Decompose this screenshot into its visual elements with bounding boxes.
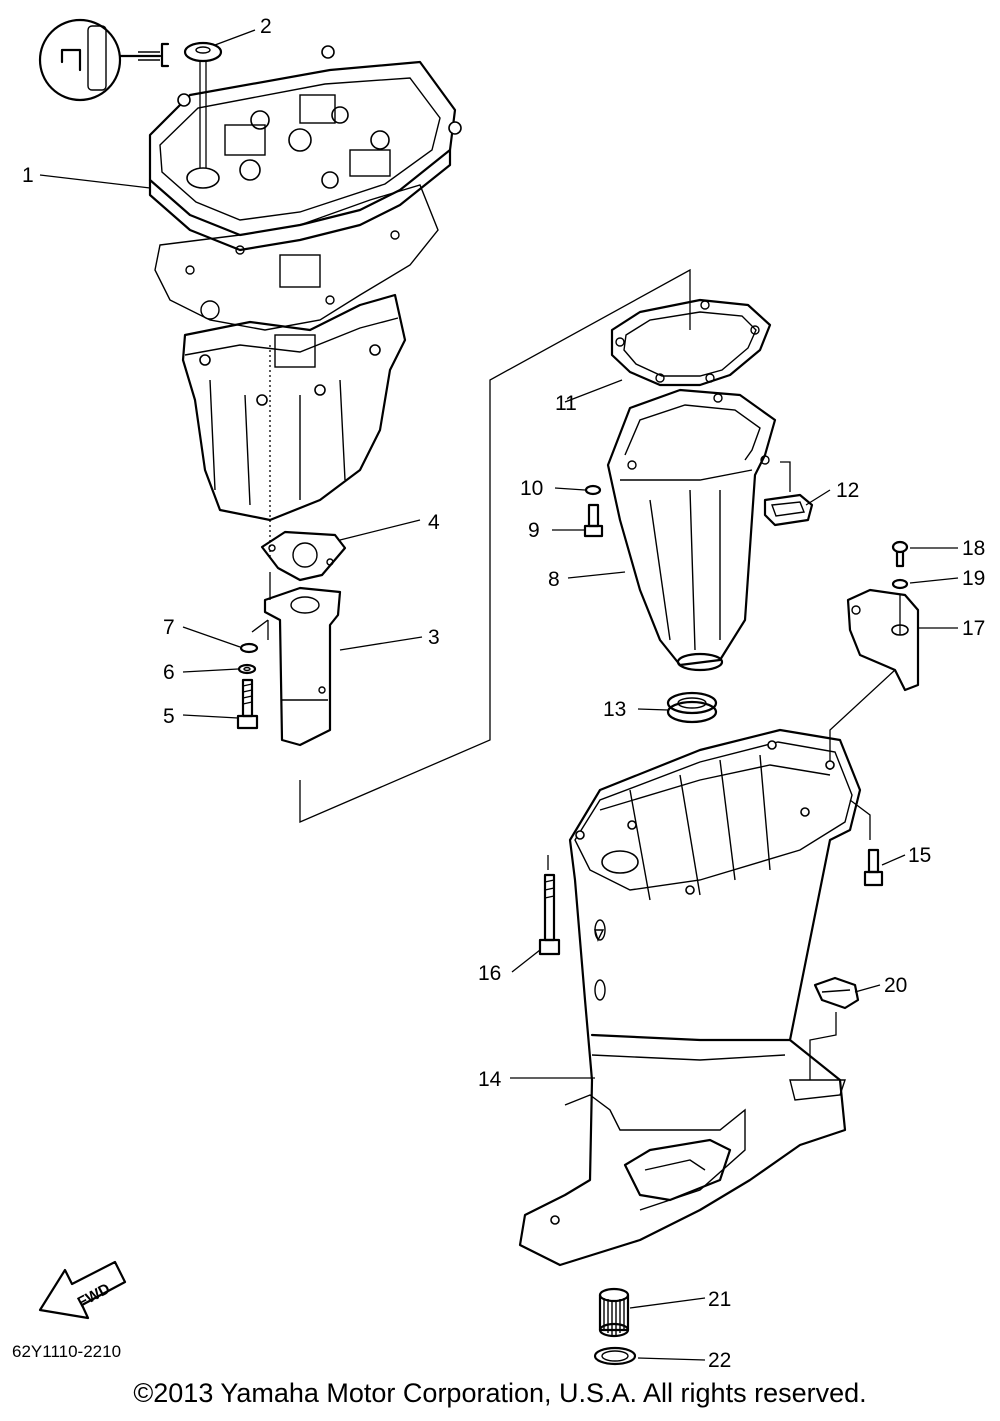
callout-10: 10: [520, 477, 543, 500]
part-15-bolt: [863, 848, 884, 887]
part-17-cover: [846, 588, 920, 692]
part-10-washer: [584, 484, 602, 496]
callout-16: 16: [478, 962, 501, 985]
callout-20: 20: [884, 974, 907, 997]
part-9-bolt: [583, 503, 604, 538]
part-21-collar: [598, 1287, 630, 1338]
drawing-code: 62Y1110-2210: [12, 1342, 122, 1361]
part-5-bolt: [236, 678, 259, 730]
callout-3: 3: [428, 626, 440, 649]
part-1-exhaust-guide: [148, 45, 462, 252]
callout-11: 11: [555, 392, 577, 415]
callout-14: 14: [478, 1068, 502, 1091]
part-16-bolt: [538, 873, 561, 956]
part-22-circlip: [593, 1346, 637, 1366]
fwd-label: FWD: [75, 1280, 113, 1311]
callout-12: 12: [836, 479, 859, 502]
part-19-washer: [891, 578, 909, 590]
part-3-exhaust-pipe: [263, 586, 342, 747]
fwd-arrow-icon: FWD: [38, 1260, 127, 1320]
callout-8: 8: [548, 568, 560, 591]
callout-21: 21: [708, 1288, 731, 1311]
callout-1: 1: [22, 164, 34, 187]
part-20-clip: [809, 976, 860, 1080]
callout-2: 2: [260, 15, 272, 38]
callout-7: 7: [163, 616, 175, 639]
callout-9: 9: [528, 519, 540, 542]
grease-symbol-icon: [38, 18, 170, 102]
part-18-screw: [891, 540, 909, 568]
part-11-gasket: [610, 298, 772, 387]
callout-numbers: 1 2 3 4 5 6 7 8 9 10 11 12 13 14 15 16 1…: [22, 15, 985, 1372]
leader-lines: [39, 29, 959, 1361]
part-13-seal: [666, 691, 718, 724]
callout-15: 15: [908, 844, 931, 867]
gasket-upper: [154, 184, 439, 331]
callout-22: 22: [708, 1349, 731, 1372]
part-4-gasket: [260, 530, 347, 582]
callout-5: 5: [163, 705, 175, 728]
callout-4: 4: [428, 511, 440, 534]
part-8-upper-casing: [606, 388, 777, 672]
callout-17: 17: [962, 617, 985, 640]
oil-pan: [181, 293, 407, 522]
part-12-grommet: [763, 461, 814, 527]
part-6-washer: [237, 663, 257, 675]
part-2-washer: [183, 41, 223, 175]
callout-6: 6: [163, 661, 175, 684]
callout-13: 13: [603, 698, 626, 721]
part-14-drive-shaft-housing: [518, 728, 862, 1267]
copyright-notice: ©2013 Yamaha Motor Corporation, U.S.A. A…: [133, 1378, 867, 1408]
callout-19: 19: [962, 567, 985, 590]
callout-18: 18: [962, 537, 985, 560]
part-7-washer: [239, 642, 259, 654]
